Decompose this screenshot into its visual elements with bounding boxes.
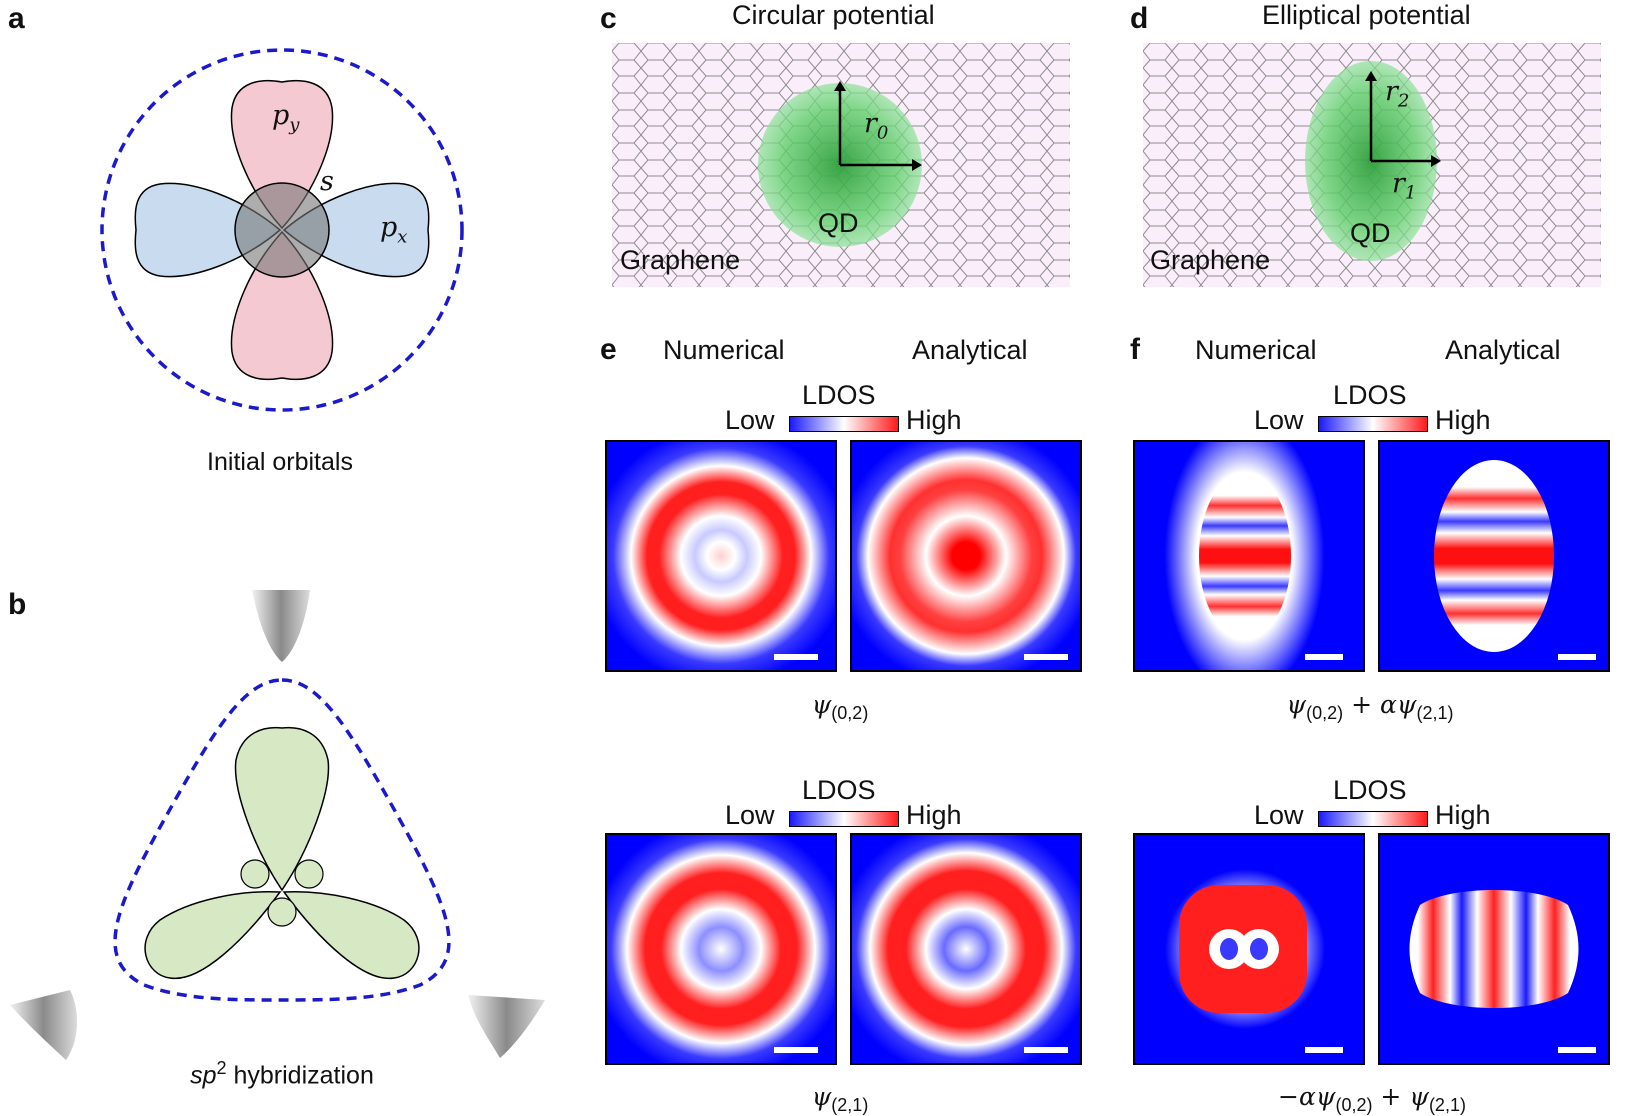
initial-orbitals-diagram [100,48,464,412]
ldos-title-e-bottom: LDOS [802,775,876,805]
ldos-map-f-numerical-top [1133,440,1365,672]
panel-d-title: Elliptical potential [1262,0,1471,30]
graphene-sheet-elliptical [1143,43,1601,287]
panel-d-label: d [1130,2,1149,35]
formula-f-bottom: −αψ(0,2) + ψ(2,1) [1278,1082,1466,1115]
ldos-map-e-analytical-02 [850,440,1082,672]
ldos-map-e-numerical-21 [605,833,837,1065]
ldos-title-f-top: LDOS [1333,380,1407,410]
graphene-sheet-circular [612,43,1070,287]
analytical-header-e: Analytical [912,335,1028,365]
r0-label: r0 [864,108,889,144]
sp2-lobe-right [282,890,420,980]
ldos-low-f-bottom: Low [1254,800,1304,830]
ldos-low-f-top: Low [1254,405,1304,435]
panel-a-label: a [8,2,25,35]
panel-b-label: b [8,588,27,621]
ldos-map-e-analytical-21 [850,833,1082,1065]
numerical-header-e: Numerical [663,335,785,365]
ldos-high-e-top: High [906,405,962,435]
sp2-small-lobe-2 [294,859,324,889]
sp2-small-lobe-1 [240,859,270,889]
sp2-boundary [113,678,451,1002]
orbital-boundary-circle [100,48,464,412]
ldos-colorbar-e-bottom [789,811,899,827]
px-label: px [380,212,408,248]
py-label: py [272,100,300,136]
sp2-hybridization-diagram [10,590,545,1060]
tip-cone-right [468,995,545,1058]
ldos-low-e-top: Low [725,405,775,435]
panel-c-title: Circular potential [732,0,935,30]
numerical-header-f: Numerical [1195,335,1317,365]
ldos-map-f-analytical-top [1378,440,1610,672]
ldos-low-e-bottom: Low [725,800,775,830]
sp2-small-lobe-3 [267,897,297,927]
formula-f-top: ψ(0,2) + αψ(2,1) [1286,690,1454,723]
graphene-label-d: Graphene [1150,245,1271,275]
sp2-lobe-top [234,726,330,892]
ldos-high-f-bottom: High [1435,800,1491,830]
ldos-high-f-top: High [1435,405,1491,435]
ldos-colorbar-f-top [1318,416,1428,432]
panel-a-caption: Initial orbitals [207,448,353,476]
panel-f-label: f [1130,333,1140,366]
ldos-high-e-bottom: High [906,800,962,830]
panel-c-label: c [600,2,617,35]
ldos-title-e-top: LDOS [802,380,876,410]
qd-label-d: QD [1350,218,1391,248]
ldos-title-f-bottom: LDOS [1333,775,1407,805]
ldos-map-f-analytical-bottom [1378,833,1610,1065]
qd-label-c: QD [818,208,859,238]
ldos-map-f-numerical-bottom [1133,833,1365,1065]
ldos-map-e-numerical-02 [605,440,837,672]
ldos-colorbar-e-top [789,416,899,432]
panel-e-label: e [600,333,617,366]
formula-psi-02: ψ(0,2) [811,690,869,723]
s-label: s [320,166,334,197]
tip-cone-left [10,990,78,1060]
analytical-header-f: Analytical [1445,335,1561,365]
graphene-label-c: Graphene [620,245,741,275]
sp2-lobe-left [144,890,282,980]
s-orbital [234,182,330,278]
r2-label: r2 [1385,76,1410,112]
formula-psi-21: ψ(2,1) [811,1082,869,1115]
r1-label: r1 [1392,168,1417,204]
tip-cone-top [252,590,310,662]
panel-b-caption: sp2 hybridization [190,1058,374,1090]
ldos-colorbar-f-bottom [1318,811,1428,827]
